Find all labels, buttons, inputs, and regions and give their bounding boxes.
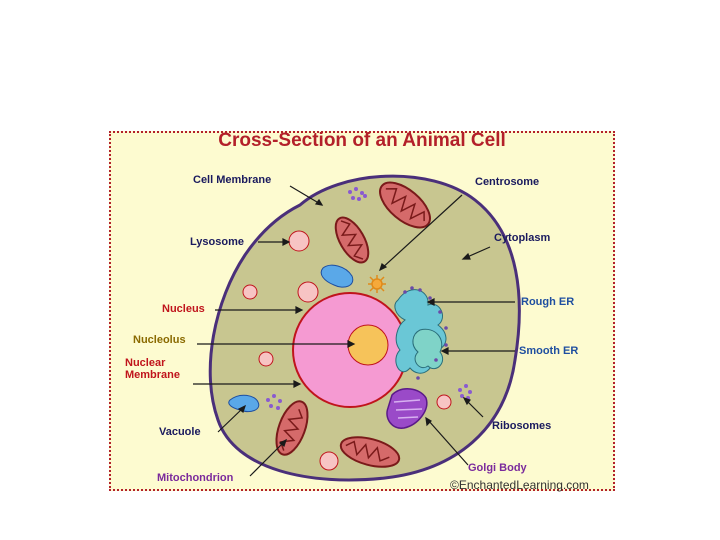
rough-er-ribosomes [403,286,448,380]
golgi-body [386,388,428,429]
vacuole-top [320,264,354,288]
label-cytoplasm: Cytoplasm [494,232,551,244]
label-golgi-body: Golgi Body [468,462,527,474]
leader-lines [193,185,515,477]
label-rough-er: Rough ER [521,296,575,308]
mitochondrion-top [379,181,431,229]
label-mitochondrion: Mitochondrion [157,472,234,484]
label-centrosome: Centrosome [475,176,540,188]
mitochondrion-bottom [339,436,401,468]
diagram-title: Cross-Section of an Animal Cell [218,130,506,151]
label-lysosome: Lysosome [190,236,245,248]
label-vacuole: Vacuole [159,426,201,438]
ribosome-clusters [266,187,472,410]
label-nucleus: Nucleus [162,303,205,315]
lysosomes [242,230,452,471]
label-cell-membrane: Cell Membrane [193,174,272,186]
nucleolus [347,324,389,366]
credit-text: ©EnchantedLearning.com [450,478,589,492]
centrosome [368,275,386,293]
label-ribosomes: Ribosomes [492,420,552,432]
mitochondrion-mid [334,216,370,264]
label-smooth-er: Smooth ER [519,345,579,357]
vacuole-bottom [228,394,260,413]
smooth-er [412,328,444,370]
label-nuclear-membrane: Nuclear Membrane [125,357,181,381]
label-nucleolus: Nucleolus [133,334,186,346]
